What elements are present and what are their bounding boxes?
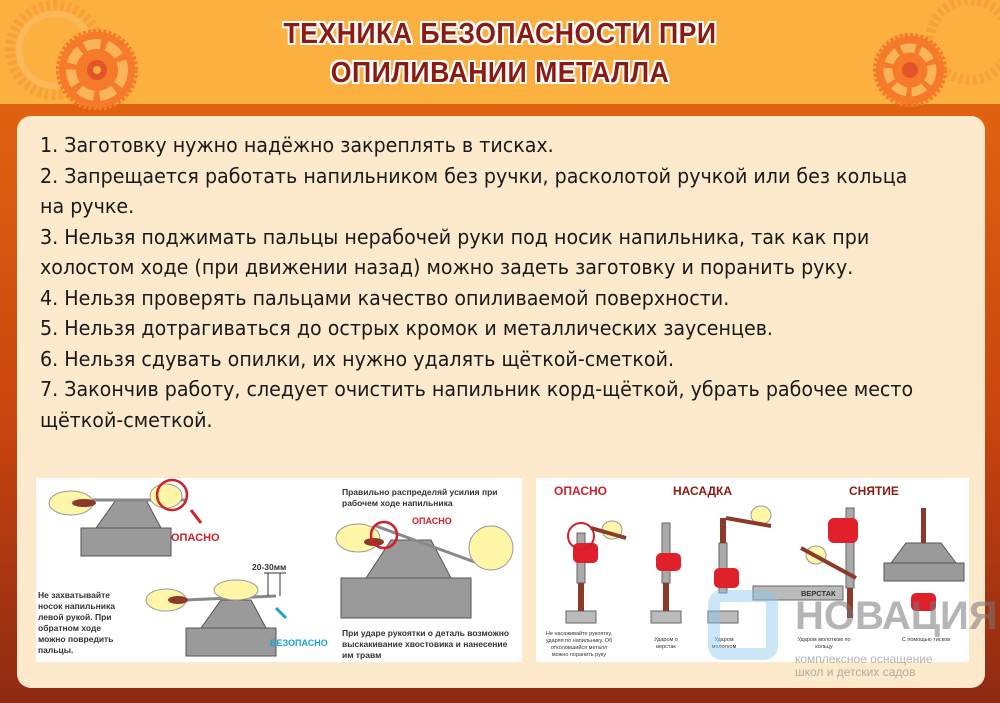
watermark-logo-icon xyxy=(708,590,778,660)
file-handle-drawings xyxy=(565,505,965,624)
gear-icon xyxy=(5,0,138,110)
left-hand-note: Не захватывайте носок напильника левой р… xyxy=(38,590,115,655)
heading-danger: ОПАСНО xyxy=(554,484,607,498)
gear-icon xyxy=(873,0,1000,107)
caption: С помощью тисков xyxy=(901,637,951,643)
caption: Ударом молотком по кольцу xyxy=(797,637,851,650)
rule-item: 3. Нельзя поджимать пальцы нерабочей рук… xyxy=(40,224,870,280)
rule-item: 7. Закончив работу, следует очистить нап… xyxy=(40,377,914,432)
rule-item: 4. Нельзя проверять пальцами качество оп… xyxy=(40,285,730,310)
handle-impact-note: При ударе рукоятки о деталь возможно выс… xyxy=(342,628,510,660)
safe-label: БЕЗОПАСНО xyxy=(270,638,328,648)
rule-item: 5. Нельзя дотрагиваться до острых кромок… xyxy=(40,316,773,340)
rule-item: 6. Нельзя сдувать опилки, их нужно удаля… xyxy=(40,346,675,371)
caption: Ударом молотком xyxy=(711,637,737,650)
heading-remove: СНЯТИЕ xyxy=(849,484,899,498)
heading-fit: НАСАДКА xyxy=(673,484,733,498)
danger-label: ОПАСНО xyxy=(412,516,452,526)
dimension-label: 20-30мм xyxy=(252,562,287,572)
force-note: Правильно распределяй усилия при рабочем… xyxy=(342,487,498,508)
watermark-line2: школ и детских садов xyxy=(795,665,916,679)
rule-item: 1. Заготовку нужно надёжно закреплять в … xyxy=(40,133,554,157)
bench-label: ВЕРСТАК xyxy=(801,589,836,598)
danger-label: ОПАСНО xyxy=(171,532,220,544)
filing-illustration: ОПАСНО Не захватывайте носок напильника … xyxy=(36,478,522,662)
rule-item: 2. Запрещается работать напильником без … xyxy=(40,163,908,219)
rules-list: 1. Заготовку нужно надёжно закреплять в … xyxy=(40,130,914,435)
page-title-line2: ОПИЛИВАНИИ МЕТАЛЛА xyxy=(330,57,670,89)
header-band xyxy=(0,0,1000,104)
page-title-line1: ТЕХНИКА БЕЗОПАСНОСТИ ПРИ xyxy=(283,18,717,50)
caption: Ударом о верстак xyxy=(654,637,678,650)
vise-drawings xyxy=(48,478,514,657)
caption: Не насаживайте рукоятку, ударяя по напил… xyxy=(545,631,613,658)
watermark-line1: комплексное оснащение xyxy=(795,652,933,666)
handle-fitting-illustration: ОПАСНО НАСАДКА СНЯТИЕ ВЕРСТАК Не насажив… xyxy=(536,478,969,662)
watermark-brand: НОВАЦИЯ xyxy=(795,594,998,638)
